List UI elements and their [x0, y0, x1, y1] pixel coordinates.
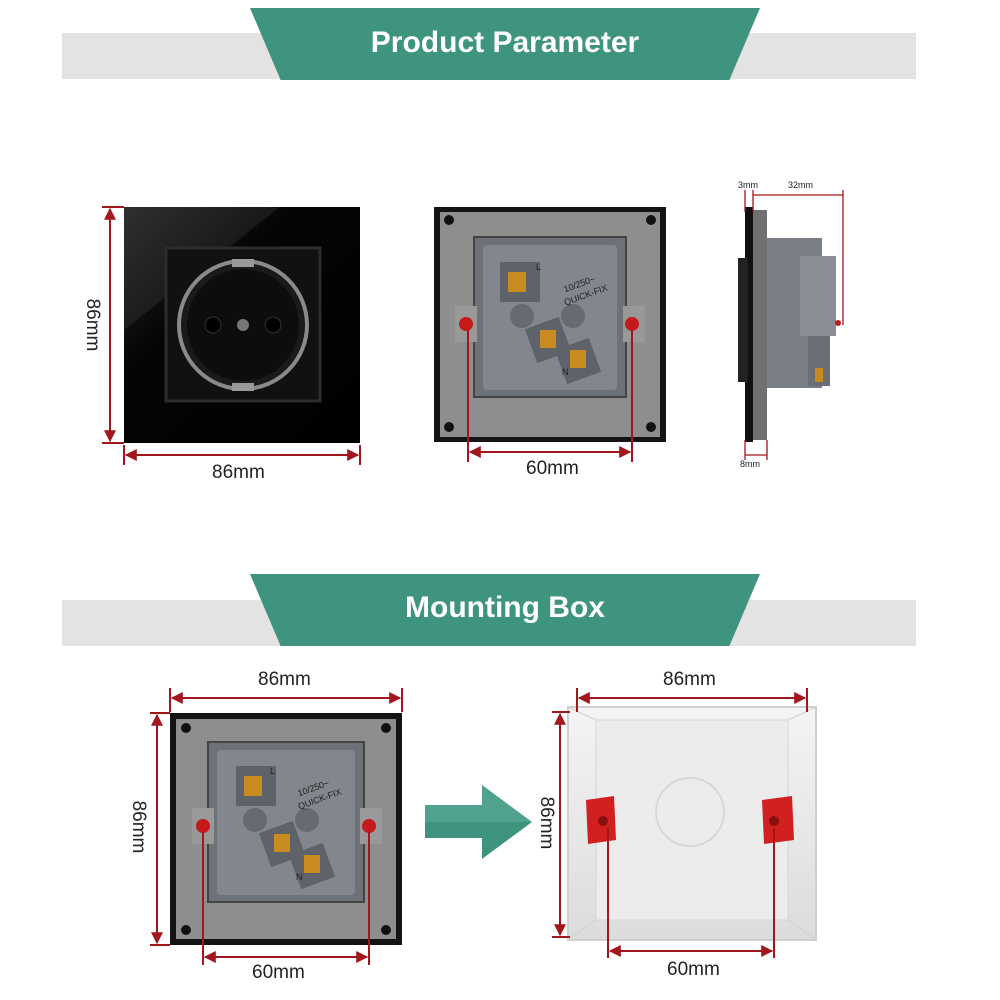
front-dimension-lines: [102, 206, 361, 465]
section-title-mounting-box: Mounting Box: [405, 591, 605, 624]
mount-terminal-neutral-label: N: [296, 872, 303, 882]
front-socket-image: [124, 207, 360, 443]
mount-socket-height-label: 86mm: [128, 800, 149, 854]
mount-socket-width-label: 86mm: [258, 669, 311, 690]
side-frame-label: 8mm: [740, 459, 760, 469]
back-screw-span-label: 60mm: [526, 458, 579, 479]
mount-socket-screw-span-label: 60mm: [252, 962, 305, 983]
back-dimension-lines: [467, 330, 633, 462]
front-width-label: 86mm: [212, 462, 265, 483]
banner-tab-top: [250, 8, 760, 80]
back-socket-image: [434, 207, 666, 442]
banner-tab-bottom: [250, 574, 760, 646]
side-glass-label: 3mm: [738, 180, 758, 190]
side-dimension-lines: [744, 190, 844, 460]
box-width-label: 86mm: [663, 669, 716, 690]
front-height-label: 86mm: [82, 298, 103, 352]
mount-socket-image: [170, 713, 402, 945]
section-title-product-parameter: Product Parameter: [370, 26, 640, 59]
mount-socket-dimension-lines: [150, 688, 403, 965]
mount-terminal-live-label: L: [270, 766, 276, 776]
box-height-label: 86mm: [536, 796, 557, 850]
right-arrow-icon: [425, 785, 532, 859]
side-depth-label: 32mm: [788, 180, 814, 190]
mounting-box-image: [567, 706, 817, 941]
box-screw-span-label: 60mm: [667, 959, 720, 980]
terminal-neutral-label: N: [562, 367, 569, 377]
terminal-live-label: L: [536, 262, 542, 272]
side-profile-image: [738, 207, 841, 442]
mounting-box-dimension-lines: [552, 688, 808, 958]
